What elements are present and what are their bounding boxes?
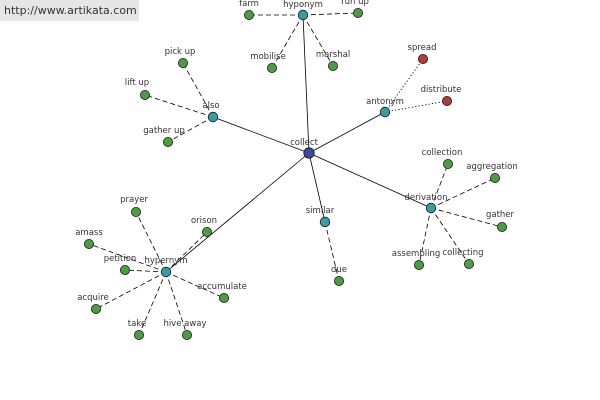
relation-hyponym-label: hyponym xyxy=(283,0,323,10)
word-lift-up-node[interactable] xyxy=(139,90,150,101)
word-mobilise-label: mobilise xyxy=(250,52,286,62)
edge-derivation-collecting xyxy=(430,207,470,265)
word-orison-label: orison xyxy=(191,216,217,226)
word-hive-away-label: hive away xyxy=(163,319,206,329)
relation-also-node[interactable] xyxy=(207,111,219,123)
word-accumulate-label: accumulate xyxy=(197,282,247,292)
word-distribute-node[interactable] xyxy=(441,96,452,107)
edge-antonym-spread xyxy=(384,58,424,113)
word-amass-label: amass xyxy=(75,228,103,238)
edge-hypernym-petition xyxy=(124,269,167,273)
relation-hyponym-node[interactable] xyxy=(297,9,309,21)
edge-collect-also xyxy=(212,116,310,154)
edge-collect-similar xyxy=(308,152,326,223)
edge-also-gather-up xyxy=(167,116,214,143)
watermark-url: http://www.artikata.com xyxy=(0,0,139,21)
word-pick-up-label: pick up xyxy=(165,47,196,57)
word-amass-node[interactable] xyxy=(84,238,95,249)
nodes-layer xyxy=(84,7,507,340)
word-mobilise-node[interactable] xyxy=(266,63,277,74)
word-due-node[interactable] xyxy=(333,275,344,286)
word-hive-away-node[interactable] xyxy=(181,329,192,340)
word-lift-up-label: lift up xyxy=(125,78,149,88)
center-word-node[interactable] xyxy=(303,147,315,159)
word-gather-up-label: gather up xyxy=(143,126,185,136)
edge-hypernym-acquire xyxy=(95,271,167,310)
word-petition-label: petition xyxy=(104,254,137,264)
word-accumulate-node[interactable] xyxy=(218,292,229,303)
edge-hypernym-take xyxy=(138,271,167,336)
word-farm-label: farm xyxy=(239,0,259,9)
word-aggregation-label: aggregation xyxy=(466,162,517,172)
relation-similar-label: similar xyxy=(306,206,335,216)
word-prayer-node[interactable] xyxy=(130,206,141,217)
word-collection-label: collection xyxy=(422,148,463,158)
word-gather-up-node[interactable] xyxy=(162,136,173,147)
word-assembling-label: assembling xyxy=(392,249,440,259)
edge-derivation-aggregation xyxy=(430,177,496,209)
edge-similar-due xyxy=(324,221,340,282)
edge-collect-hyponym xyxy=(302,14,310,154)
relation-hypernym-node[interactable] xyxy=(160,266,172,278)
relation-derivation-node[interactable] xyxy=(425,202,437,214)
word-orison-node[interactable] xyxy=(201,226,212,237)
edge-collect-derivation xyxy=(308,152,432,209)
word-marshal-node[interactable] xyxy=(327,61,338,72)
word-gather-label: gather xyxy=(486,210,515,220)
word-collection-node[interactable] xyxy=(442,158,453,169)
word-run-up-label: run up xyxy=(341,0,369,7)
relation-antonym-node[interactable] xyxy=(379,106,391,118)
word-farm-node[interactable] xyxy=(243,9,254,20)
word-run-up-node[interactable] xyxy=(352,7,363,18)
word-aggregation-node[interactable] xyxy=(489,172,500,183)
labels-layer: farm run up mobilise marshal hyponym pick up l… xyxy=(75,0,518,329)
word-take-label: take xyxy=(128,319,146,329)
word-spread-label: spread xyxy=(408,43,437,53)
edge-hyponym-run-up xyxy=(302,12,359,16)
edge-hyponym-mobilise xyxy=(271,14,304,69)
word-gather-node[interactable] xyxy=(496,221,507,232)
center-word-label: collect xyxy=(290,138,318,148)
edge-also-lift-up xyxy=(144,94,214,118)
relation-also-label: also xyxy=(202,101,219,111)
word-acquire-label: acquire xyxy=(77,293,109,303)
word-marshal-label: marshal xyxy=(316,50,350,60)
word-acquire-node[interactable] xyxy=(91,303,102,314)
word-due-label: due xyxy=(331,265,347,275)
edge-hypernym-hive-away xyxy=(165,271,188,336)
edge-hypernym-prayer xyxy=(135,211,167,273)
edge-hypernym-accumulate xyxy=(165,271,225,299)
edge-hypernym-amass xyxy=(88,243,167,273)
word-petition-node[interactable] xyxy=(120,264,131,275)
edge-antonym-distribute xyxy=(384,100,448,113)
edge-also-pick-up xyxy=(182,62,214,118)
relation-hypernym-label: hypernym xyxy=(144,256,187,266)
edge-derivation-assembling xyxy=(418,207,432,266)
edge-hypernym-orison xyxy=(165,231,208,273)
word-take-node[interactable] xyxy=(133,329,144,340)
edge-derivation-gather xyxy=(430,207,503,228)
relation-derivation-label: derivation xyxy=(404,193,447,203)
word-spread-node[interactable] xyxy=(417,54,428,65)
word-collecting-label: collecting xyxy=(443,248,484,258)
relation-similar-node[interactable] xyxy=(319,216,331,228)
word-prayer-label: prayer xyxy=(120,195,148,205)
word-pick-up-node[interactable] xyxy=(177,58,188,69)
word-collecting-node[interactable] xyxy=(463,258,474,269)
word-assembling-node[interactable] xyxy=(413,259,424,270)
edges-layer xyxy=(88,12,503,336)
edge-collect-hypernym xyxy=(165,152,310,273)
word-distribute-label: distribute xyxy=(421,85,462,95)
edge-collect-antonym xyxy=(308,111,386,154)
relation-antonym-label: antonym xyxy=(366,97,404,107)
edge-hyponym-marshal xyxy=(302,14,334,67)
